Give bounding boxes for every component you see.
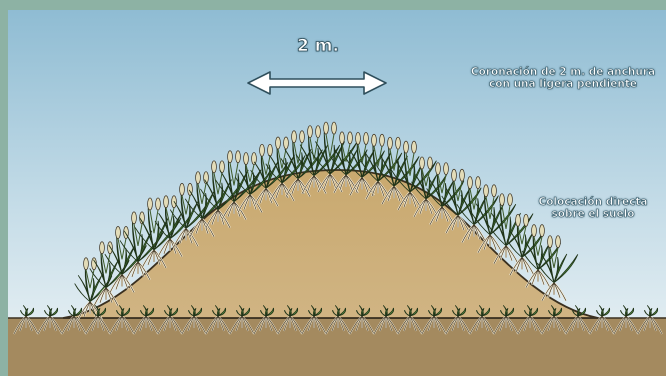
- crown-annotation: Coronación de 2 m. de anchura con una li…: [463, 66, 663, 90]
- diagram-scene: 2 m. Coronación de 2 m. de anchura con u…: [8, 10, 666, 376]
- crown-annotation-line1: Coronación de 2 m. de anchura: [463, 66, 663, 78]
- base-annotation: Colocación directa sobre el suelo: [528, 196, 658, 220]
- mound-illustration: [8, 10, 666, 376]
- base-annotation-line2: sobre el suelo: [528, 208, 658, 220]
- base-annotation-line1: Colocación directa: [528, 196, 658, 208]
- width-label: 2 m.: [278, 36, 358, 56]
- crown-annotation-line2: con una ligera pendiente: [463, 78, 663, 90]
